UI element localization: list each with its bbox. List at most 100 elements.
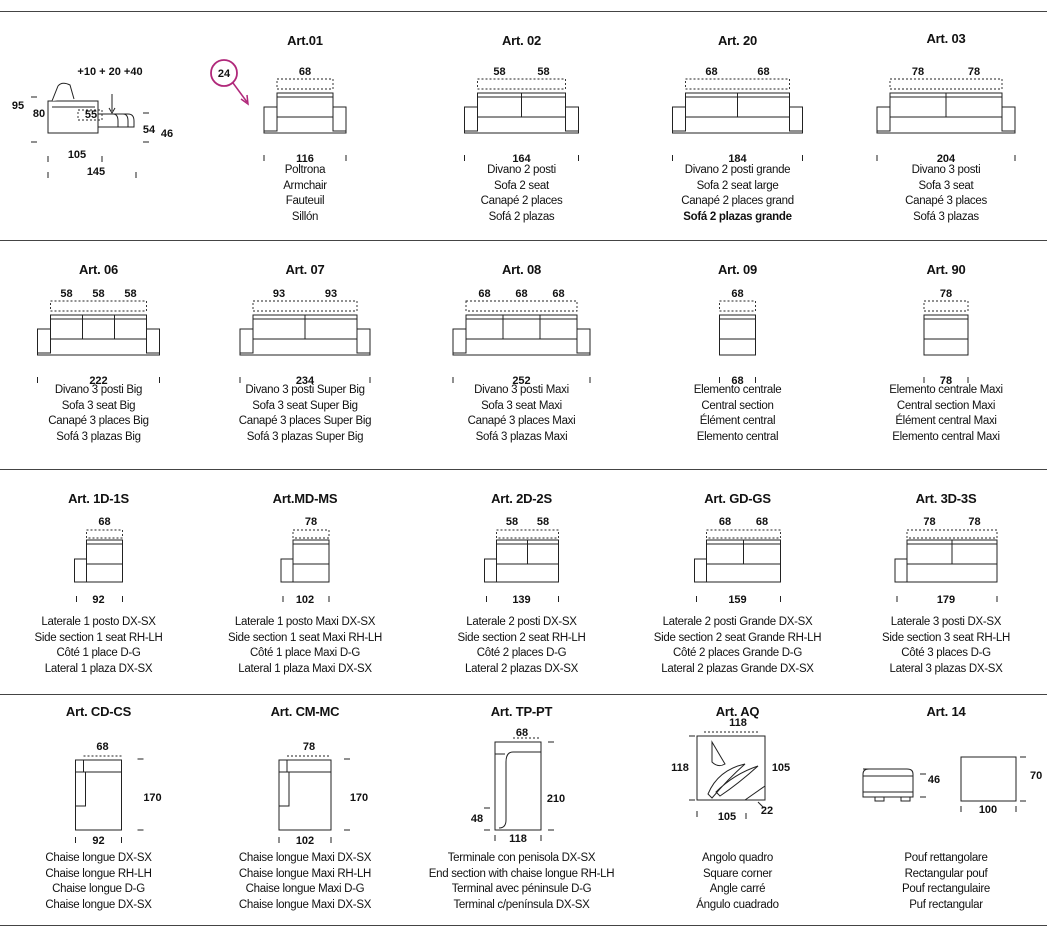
- divider: [0, 240, 1047, 241]
- dimension-label: 118: [671, 762, 689, 774]
- description-es: Lateral 3 plazas DX-SX: [889, 662, 1003, 675]
- sofa-base: [452, 338, 591, 356]
- description-it: Elemento centrale: [693, 384, 782, 396]
- description-fr: Canapé 3 places: [905, 195, 987, 207]
- description-fr: Côté 2 places Grande D-G: [673, 647, 802, 659]
- article-code: Art.01: [287, 33, 323, 48]
- seat-width-label: 58: [506, 516, 518, 528]
- description-it: Laterale 2 posti DX-SX: [466, 616, 577, 628]
- dimension-label: 92: [92, 835, 104, 847]
- sofa-base: [464, 116, 579, 134]
- height-badge: [210, 59, 238, 87]
- dimension-label: 68: [516, 727, 528, 739]
- product-description: Laterale 2 posti DX-SX Side section 2 sea…: [413, 615, 630, 677]
- chaise-extension: [498, 741, 542, 829]
- article-code: Art. 09: [717, 262, 758, 277]
- overall-width-label: 179: [937, 594, 955, 606]
- armrest: [452, 328, 467, 354]
- seat-width-label: 68: [757, 66, 769, 78]
- dimension-label: 68: [96, 741, 108, 753]
- description-fr: Côté 2 places D-G: [476, 647, 567, 659]
- description-es: Lateral 1 plaza DX-SX: [44, 662, 153, 675]
- sofa-base: [672, 116, 803, 134]
- article-code: Art. 06: [78, 262, 119, 277]
- description-fr: Élément central: [699, 415, 776, 427]
- dimension-guide: [906, 529, 998, 539]
- description-en: Central section Maxi: [896, 399, 996, 412]
- dimension-label: 100: [979, 804, 997, 816]
- article-code: Art. TP-PT: [490, 704, 553, 719]
- description-it: Laterale 1 posto Maxi DX-SX: [234, 616, 376, 628]
- overall-width-label: 184: [728, 153, 747, 165]
- description-en: Sofa 3 seat Super Big: [252, 399, 358, 412]
- description-it: Pouf rettangolare: [904, 852, 988, 864]
- description-it: Elemento centrale Maxi: [889, 384, 1003, 396]
- dimension-guide: [252, 300, 358, 312]
- description-fr: Chaise longue Maxi D-G: [245, 883, 365, 895]
- description-es: Sillón: [291, 210, 319, 223]
- description-it: Laterale 3 posti DX-SX: [890, 616, 1002, 628]
- terminal-outline: [494, 741, 542, 831]
- overall-width-label: 102: [296, 594, 314, 606]
- sofa-base: [719, 338, 756, 356]
- description-it: Divano 3 posti Super Big: [245, 384, 365, 396]
- article-code: Art. CD-CS: [65, 704, 132, 719]
- description-en: Sofa 3 seat Big: [61, 399, 136, 412]
- description-en: Chaise longue Maxi RH-LH: [238, 867, 372, 880]
- sofa-base: [37, 338, 160, 356]
- overall-width-label: 252: [512, 375, 530, 387]
- corner-cushions: [707, 763, 759, 799]
- armrest: [565, 106, 579, 132]
- description-en: Side section 3 seat RH-LH: [881, 631, 1010, 644]
- armrest: [263, 106, 278, 132]
- article-code: Art. GD-GS: [704, 491, 771, 506]
- dimension-guide: [685, 78, 790, 90]
- description-it: Poltrona: [284, 164, 326, 176]
- badge-arrow-head: [240, 94, 249, 106]
- description-fr: Côté 1 place Maxi D-G: [249, 647, 361, 659]
- description-en: Sofa 2 seat: [494, 179, 549, 192]
- dimension-label: 55: [85, 109, 97, 121]
- description-en: Sofa 3 seat Maxi: [481, 399, 562, 412]
- description-fr: Angle carré: [709, 883, 766, 895]
- seat-width-label: 78: [940, 288, 952, 300]
- article-code: Art. 2D-2S: [491, 491, 552, 506]
- overall-width-label: 204: [937, 153, 956, 165]
- description-en: Square corner: [703, 867, 772, 880]
- armrest: [694, 558, 707, 583]
- armrest: [280, 558, 294, 583]
- description-it: Divano 3 posti: [911, 164, 981, 176]
- article-code: Art. 14: [926, 704, 966, 719]
- description-en: Side section 2 seat RH-LH: [457, 631, 586, 644]
- seat-width-label: 78: [912, 66, 924, 78]
- footrest-1: [97, 113, 119, 128]
- description-es: Chaise longue DX-SX: [45, 898, 152, 911]
- armrest: [576, 328, 591, 354]
- description-fr: Fauteuil: [285, 195, 325, 207]
- seat-width-label: 68: [552, 288, 564, 300]
- dimension-label: 54: [143, 124, 156, 136]
